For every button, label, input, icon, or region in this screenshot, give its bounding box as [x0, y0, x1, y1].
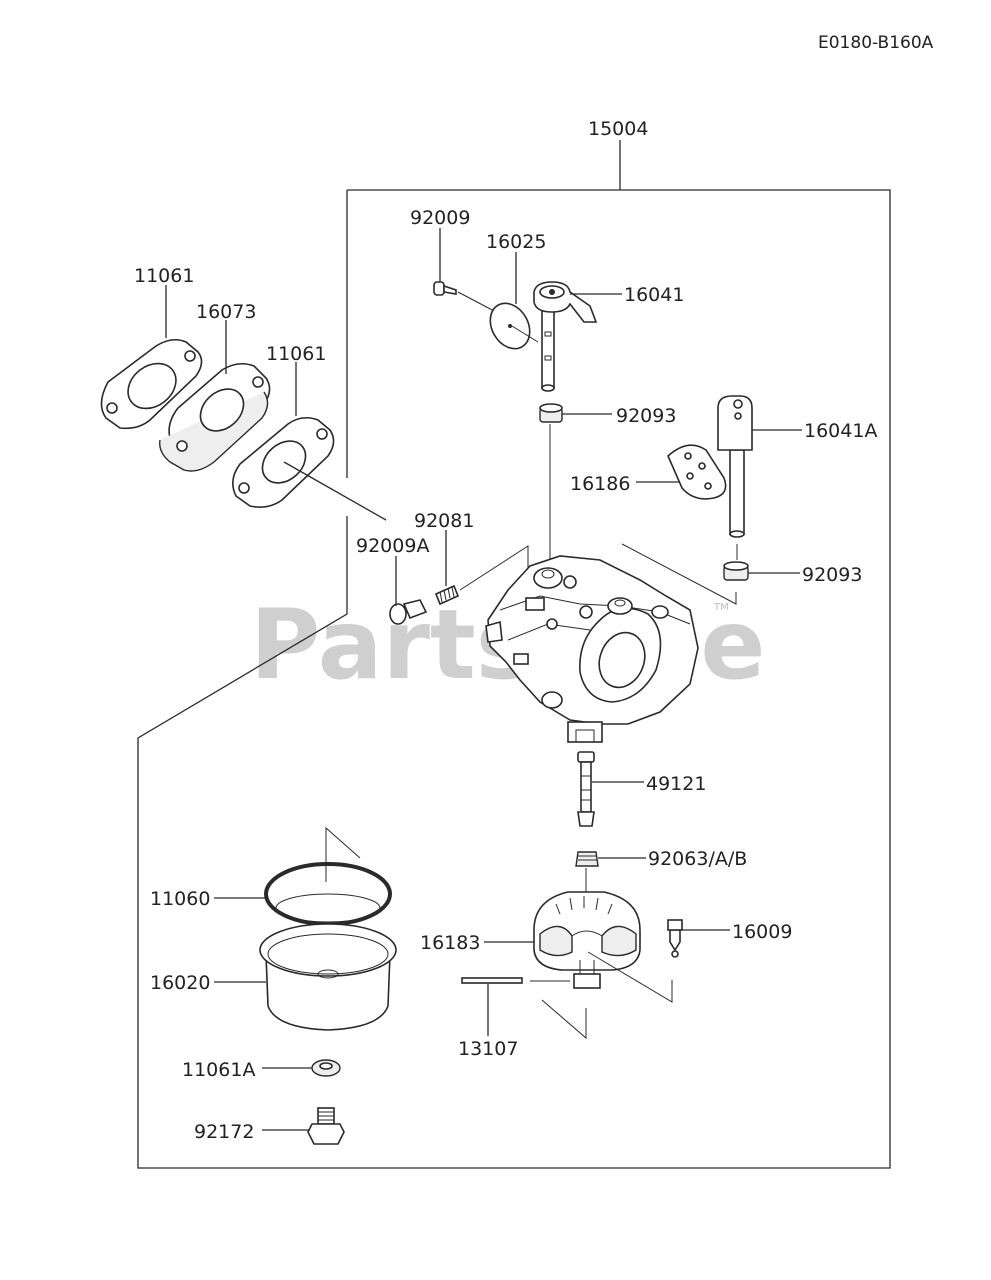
choke-shaft-16041[interactable] — [533, 281, 598, 392]
carburetor-body[interactable] — [485, 555, 699, 743]
label-16009[interactable]: 16009 — [732, 921, 792, 943]
label-16041a[interactable]: 16041A — [804, 420, 877, 442]
gasket-11061-right[interactable] — [232, 416, 335, 508]
assembly-boundary — [137, 189, 891, 1169]
label-92009[interactable]: 92009 — [410, 207, 470, 229]
label-16025[interactable]: 16025 — [486, 231, 546, 253]
label-92081[interactable]: 92081 — [414, 510, 474, 532]
main-nozzle-49121[interactable] — [577, 751, 595, 827]
label-13107[interactable]: 13107 — [458, 1038, 518, 1060]
label-11060[interactable]: 11060 — [150, 888, 210, 910]
label-15004[interactable]: 15004 — [588, 118, 648, 140]
label-11061-left[interactable]: 11061 — [134, 265, 194, 287]
valve-plate-16025[interactable] — [482, 296, 537, 356]
spring-92081[interactable] — [434, 584, 460, 606]
throttle-plate-16186[interactable] — [667, 444, 727, 500]
gasket-11061-left[interactable] — [100, 338, 203, 430]
o-ring-11060[interactable] — [264, 862, 392, 926]
screw-92009[interactable] — [433, 281, 457, 296]
label-16041[interactable]: 16041 — [624, 284, 684, 306]
gasket-alignment-line — [283, 461, 387, 521]
float-bowl-16020[interactable] — [259, 923, 397, 1031]
label-92172[interactable]: 92172 — [194, 1121, 254, 1143]
label-16183[interactable]: 16183 — [420, 932, 480, 954]
seal-92093-top[interactable] — [539, 403, 563, 423]
pilot-screw-92009a[interactable] — [389, 599, 428, 625]
label-16020[interactable]: 16020 — [150, 972, 210, 994]
float-pin-13107[interactable] — [461, 977, 523, 984]
axis-92009 — [457, 291, 497, 313]
axis-16025 — [511, 325, 539, 343]
float-needle-16009[interactable] — [667, 919, 683, 958]
float-16183[interactable] — [533, 891, 641, 989]
label-92093-top[interactable]: 92093 — [616, 405, 676, 427]
axis-throttle — [621, 543, 737, 605]
label-16073[interactable]: 16073 — [196, 301, 256, 323]
seal-92093-right[interactable] — [723, 561, 749, 581]
label-49121[interactable]: 49121 — [646, 773, 706, 795]
diagram-code: E0180-B160A — [818, 33, 934, 53]
trademark-symbol: TM — [713, 602, 729, 613]
bolt-92172[interactable] — [307, 1107, 345, 1145]
label-11061a[interactable]: 11061A — [182, 1059, 255, 1081]
axis-bowl — [325, 826, 361, 882]
label-16186[interactable]: 16186 — [570, 473, 630, 495]
label-92093-right[interactable]: 92093 — [802, 564, 862, 586]
axis-float-needle — [587, 951, 673, 1003]
label-92063[interactable]: 92063/A/B — [648, 848, 747, 870]
label-11061-right[interactable]: 11061 — [266, 343, 326, 365]
main-jet-92063[interactable] — [575, 851, 599, 867]
insulator-16073[interactable] — [159, 362, 271, 472]
axis-float-pin — [541, 999, 587, 1040]
throttle-shaft-16041a[interactable] — [717, 395, 753, 538]
washer-11061a[interactable] — [311, 1059, 341, 1077]
label-92009a[interactable]: 92009A — [356, 535, 429, 557]
